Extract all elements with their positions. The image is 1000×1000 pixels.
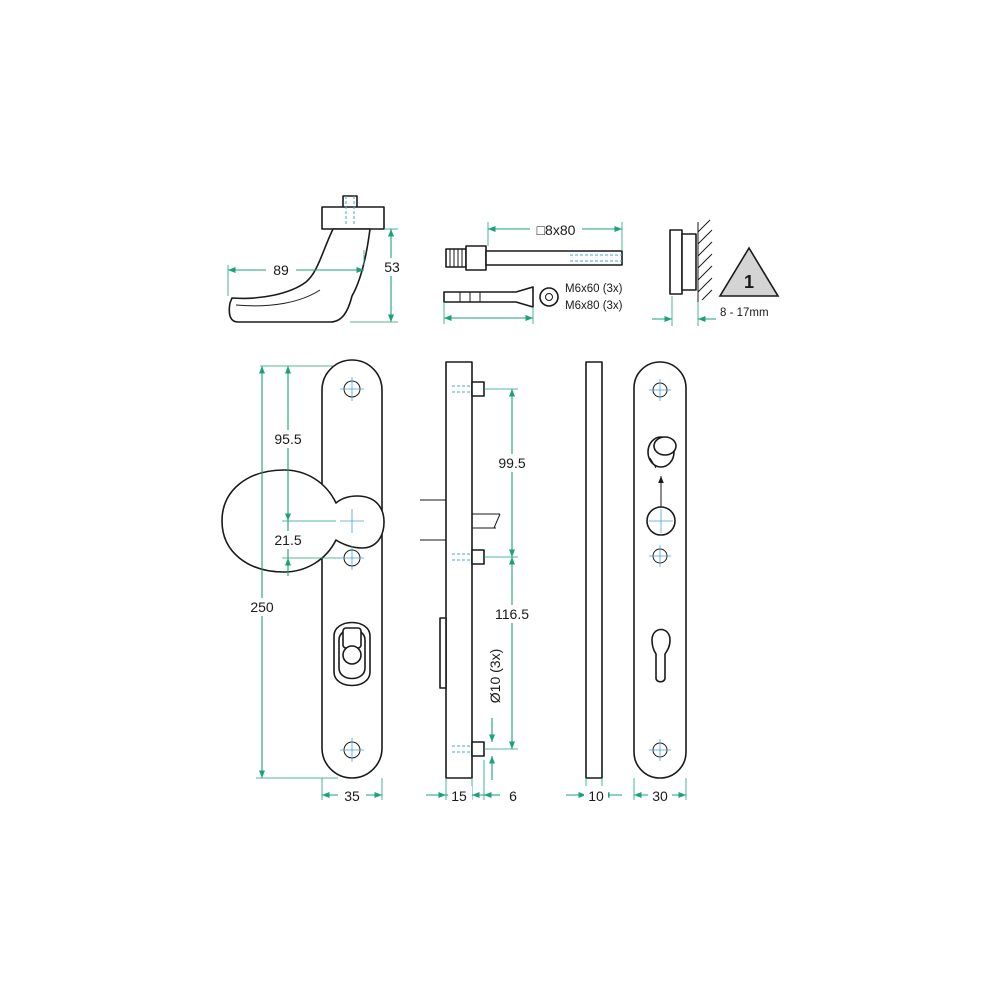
dim-spindle-to-screw: 21.5 — [274, 532, 301, 548]
front-screw-top — [340, 377, 364, 401]
side-plate-profile — [445, 361, 473, 779]
back-plate-profile — [585, 361, 603, 779]
lever-contour — [235, 289, 321, 307]
back-plate-front-view: 30 — [633, 361, 687, 804]
front-screw-middle — [340, 546, 364, 570]
dim-handle-length: 89 — [273, 262, 289, 278]
front-screw-bottom — [340, 738, 364, 762]
dim-plate-width-front: 35 — [344, 788, 360, 804]
bolt-head-bottom — [471, 741, 485, 757]
handle-rose — [321, 206, 385, 230]
back-screw-top — [649, 379, 671, 401]
back-plate-side-view: 10 — [566, 361, 622, 804]
cylinder-guard-profile — [439, 617, 447, 689]
dim-plate-height: 250 — [250, 599, 274, 615]
dim-plate-thickness: 15 — [451, 788, 467, 804]
side-bolt-view: 99.5 116.5 Ø10 (3x) 15 6 — [420, 361, 538, 804]
door-mount-view: 8 - 17mm 1 — [652, 219, 780, 326]
dim-top-to-spindle: 95.5 — [274, 431, 301, 447]
dim-bolt-offset: 6 — [509, 788, 517, 804]
lever-handle-shape — [228, 228, 371, 323]
screw-spec-m6x60: M6x60 (3x) — [565, 283, 623, 295]
screw-head-front — [539, 287, 559, 307]
back-screw-middle — [649, 545, 671, 567]
dim-bolt-spacing-top: 99.5 — [498, 455, 525, 471]
dim-door-thickness: 8 - 17mm — [720, 307, 769, 319]
front-plate-view: 250 95.5 21.5 35 — [221, 359, 385, 804]
dim-back-plate-width: 30 — [652, 788, 668, 804]
dim-spindle: □8x80 — [537, 222, 576, 238]
door-hatching — [697, 219, 713, 301]
spindle-and-screws: □8x80 M6x60 (3x) M6x80 (3x) — [443, 220, 623, 324]
warning-triangle-badge — [718, 246, 780, 297]
screw-spec-m6x80: M6x80 (3x) — [565, 300, 623, 312]
spindle-bar — [485, 250, 623, 266]
bolt-head-top — [471, 381, 485, 397]
mount-plate-profile — [669, 229, 683, 295]
dim-handle-height: 53 — [384, 259, 400, 275]
dim-back-plate-thickness: 10 — [588, 788, 604, 804]
countersunk-screw — [443, 286, 534, 308]
dim-bolt-diameter: Ø10 (3x) — [487, 649, 503, 703]
mount-rose-profile — [681, 233, 697, 291]
spindle-collar — [465, 245, 487, 271]
badge-number: 1 — [744, 272, 754, 292]
spindle-threaded-end — [445, 248, 467, 268]
lever-handle-view: 89 53 — [227, 195, 404, 323]
back-plate-front — [633, 361, 687, 779]
keyhole-cutout — [651, 628, 671, 683]
dim-bolt-spacing-bottom: 116.5 — [495, 606, 529, 622]
cylinder-cover-flap — [342, 627, 362, 649]
bolt-head-middle — [471, 549, 485, 565]
back-screw-bottom — [649, 739, 671, 761]
